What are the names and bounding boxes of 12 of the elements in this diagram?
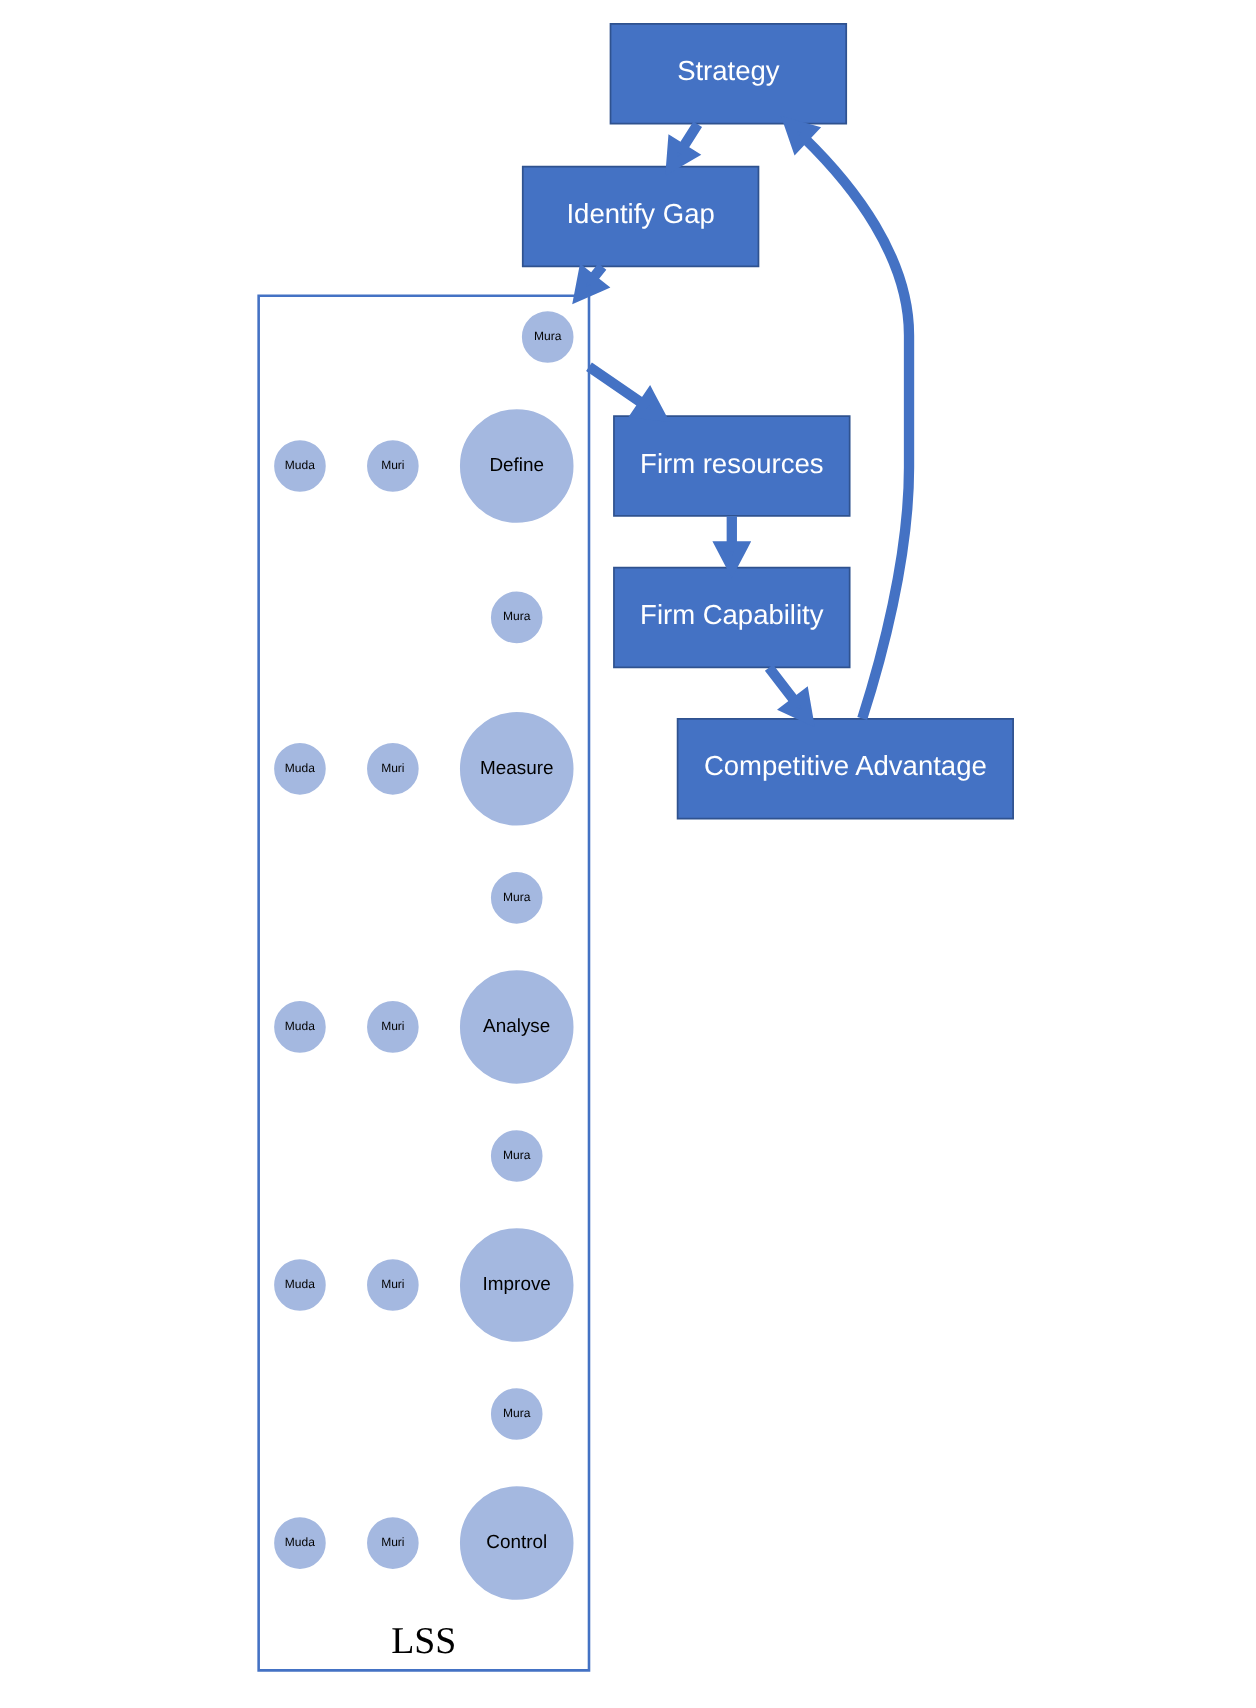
- node-box: Competitive Advantage: [675, 718, 1013, 820]
- node-box: Identify Gap: [520, 165, 759, 268]
- node-box: Firm Capability: [612, 566, 850, 669]
- node-circle: Analyse: [455, 966, 576, 1088]
- arrow: [585, 362, 669, 422]
- arrow: [779, 116, 914, 721]
- node-circle: Define: [455, 405, 576, 527]
- node-box: Strategy: [608, 22, 847, 125]
- node-circle: Measure: [455, 708, 576, 830]
- node-box: Firm resources: [612, 415, 850, 517]
- node-circle: Improve: [455, 1224, 576, 1346]
- node-circle: Control: [455, 1482, 576, 1604]
